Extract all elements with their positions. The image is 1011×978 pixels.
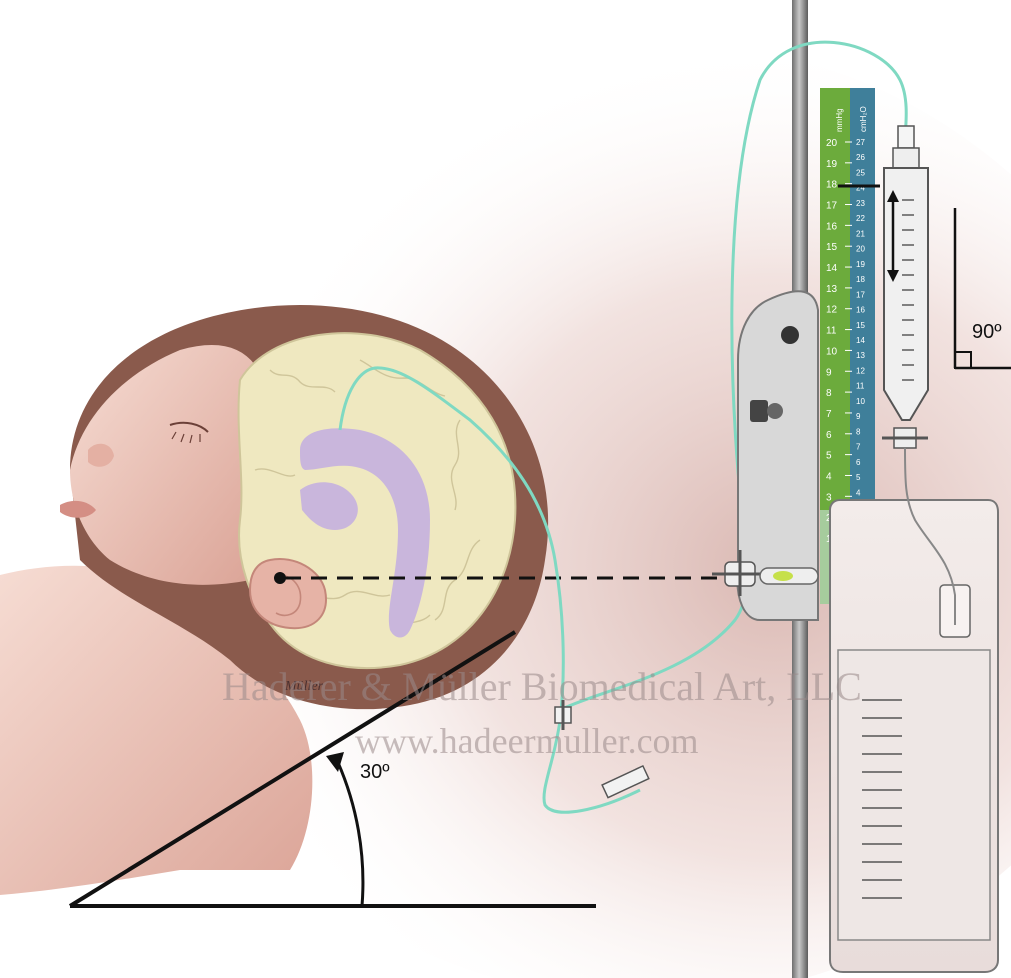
mmhg-tick-label: 12 [826, 305, 838, 316]
mmhg-tick-label: 18 [826, 180, 838, 191]
cmh2o-tick-label: 27 [856, 138, 865, 147]
watermark-line2: www.hadeermuller.com [355, 721, 699, 761]
mmhg-tick-label: 14 [826, 263, 838, 274]
cmh2o-tick-label: 13 [856, 351, 865, 360]
cmh2o-tick-label: 6 [856, 458, 861, 467]
mmhg-tick-label: 17 [826, 201, 838, 212]
cmh2o-tick-label: 10 [856, 397, 865, 406]
cmh2o-tick-label: 26 [856, 153, 865, 162]
cmh2o-tick-label: 17 [856, 290, 865, 299]
mmhg-tick-label: 4 [826, 471, 832, 482]
mmhg-tick-label: 5 [826, 451, 832, 462]
mmhg-tick-label: 19 [826, 159, 838, 170]
mmhg-tick-label: 7 [826, 409, 832, 420]
cmh2o-tick-label: 22 [856, 214, 865, 223]
mmhg-tick-label: 13 [826, 284, 838, 295]
cmh2o-tick-label: 7 [856, 443, 861, 452]
cmh2o-tick-label: 9 [856, 412, 861, 421]
cmh2o-tick-label: 5 [856, 473, 861, 482]
cmh2o-tick-label: 14 [856, 336, 865, 345]
angle-90-label: 90º [972, 321, 1002, 343]
drip-chamber [882, 126, 928, 448]
mmhg-tick-label: 9 [826, 367, 832, 378]
mmhg-tick-label: 3 [826, 492, 832, 503]
mmhg-label: mmHg [835, 108, 844, 132]
cmh2o-label: cmH₂O [859, 106, 868, 132]
cmh2o-tick-label: 18 [856, 275, 865, 284]
cmh2o-tick-label: 4 [856, 488, 861, 497]
cmh2o-tick-label: 8 [856, 427, 861, 436]
cmh2o-tick-label: 15 [856, 321, 865, 330]
cmh2o-tick-label: 25 [856, 168, 865, 177]
ear-reference-point [274, 572, 286, 584]
mmhg-tick-label: 8 [826, 388, 832, 399]
cmh2o-tick-label: 19 [856, 260, 865, 269]
watermark-line1: Haderer & Müller Biomedical Art, LLC [222, 664, 862, 709]
cmh2o-tick-label: 16 [856, 306, 865, 315]
drainage-bag [830, 448, 998, 972]
mmhg-tick-label: 20 [826, 138, 838, 149]
cmh2o-tick-label: 20 [856, 245, 865, 254]
mmhg-tick-label: 6 [826, 430, 832, 441]
cmh2o-tick-label: 12 [856, 366, 865, 375]
cmh2o-tick-label: 21 [856, 229, 865, 238]
cmh2o-tick-label: 23 [856, 199, 865, 208]
mmhg-tick-label: 11 [826, 326, 837, 337]
mmhg-tick-label: 10 [826, 346, 838, 357]
mmhg-tick-label: 15 [826, 242, 838, 253]
angle-30-label: 30º [360, 761, 390, 783]
cmh2o-tick-label: 11 [856, 382, 865, 391]
mmhg-tick-label: 16 [826, 221, 838, 232]
